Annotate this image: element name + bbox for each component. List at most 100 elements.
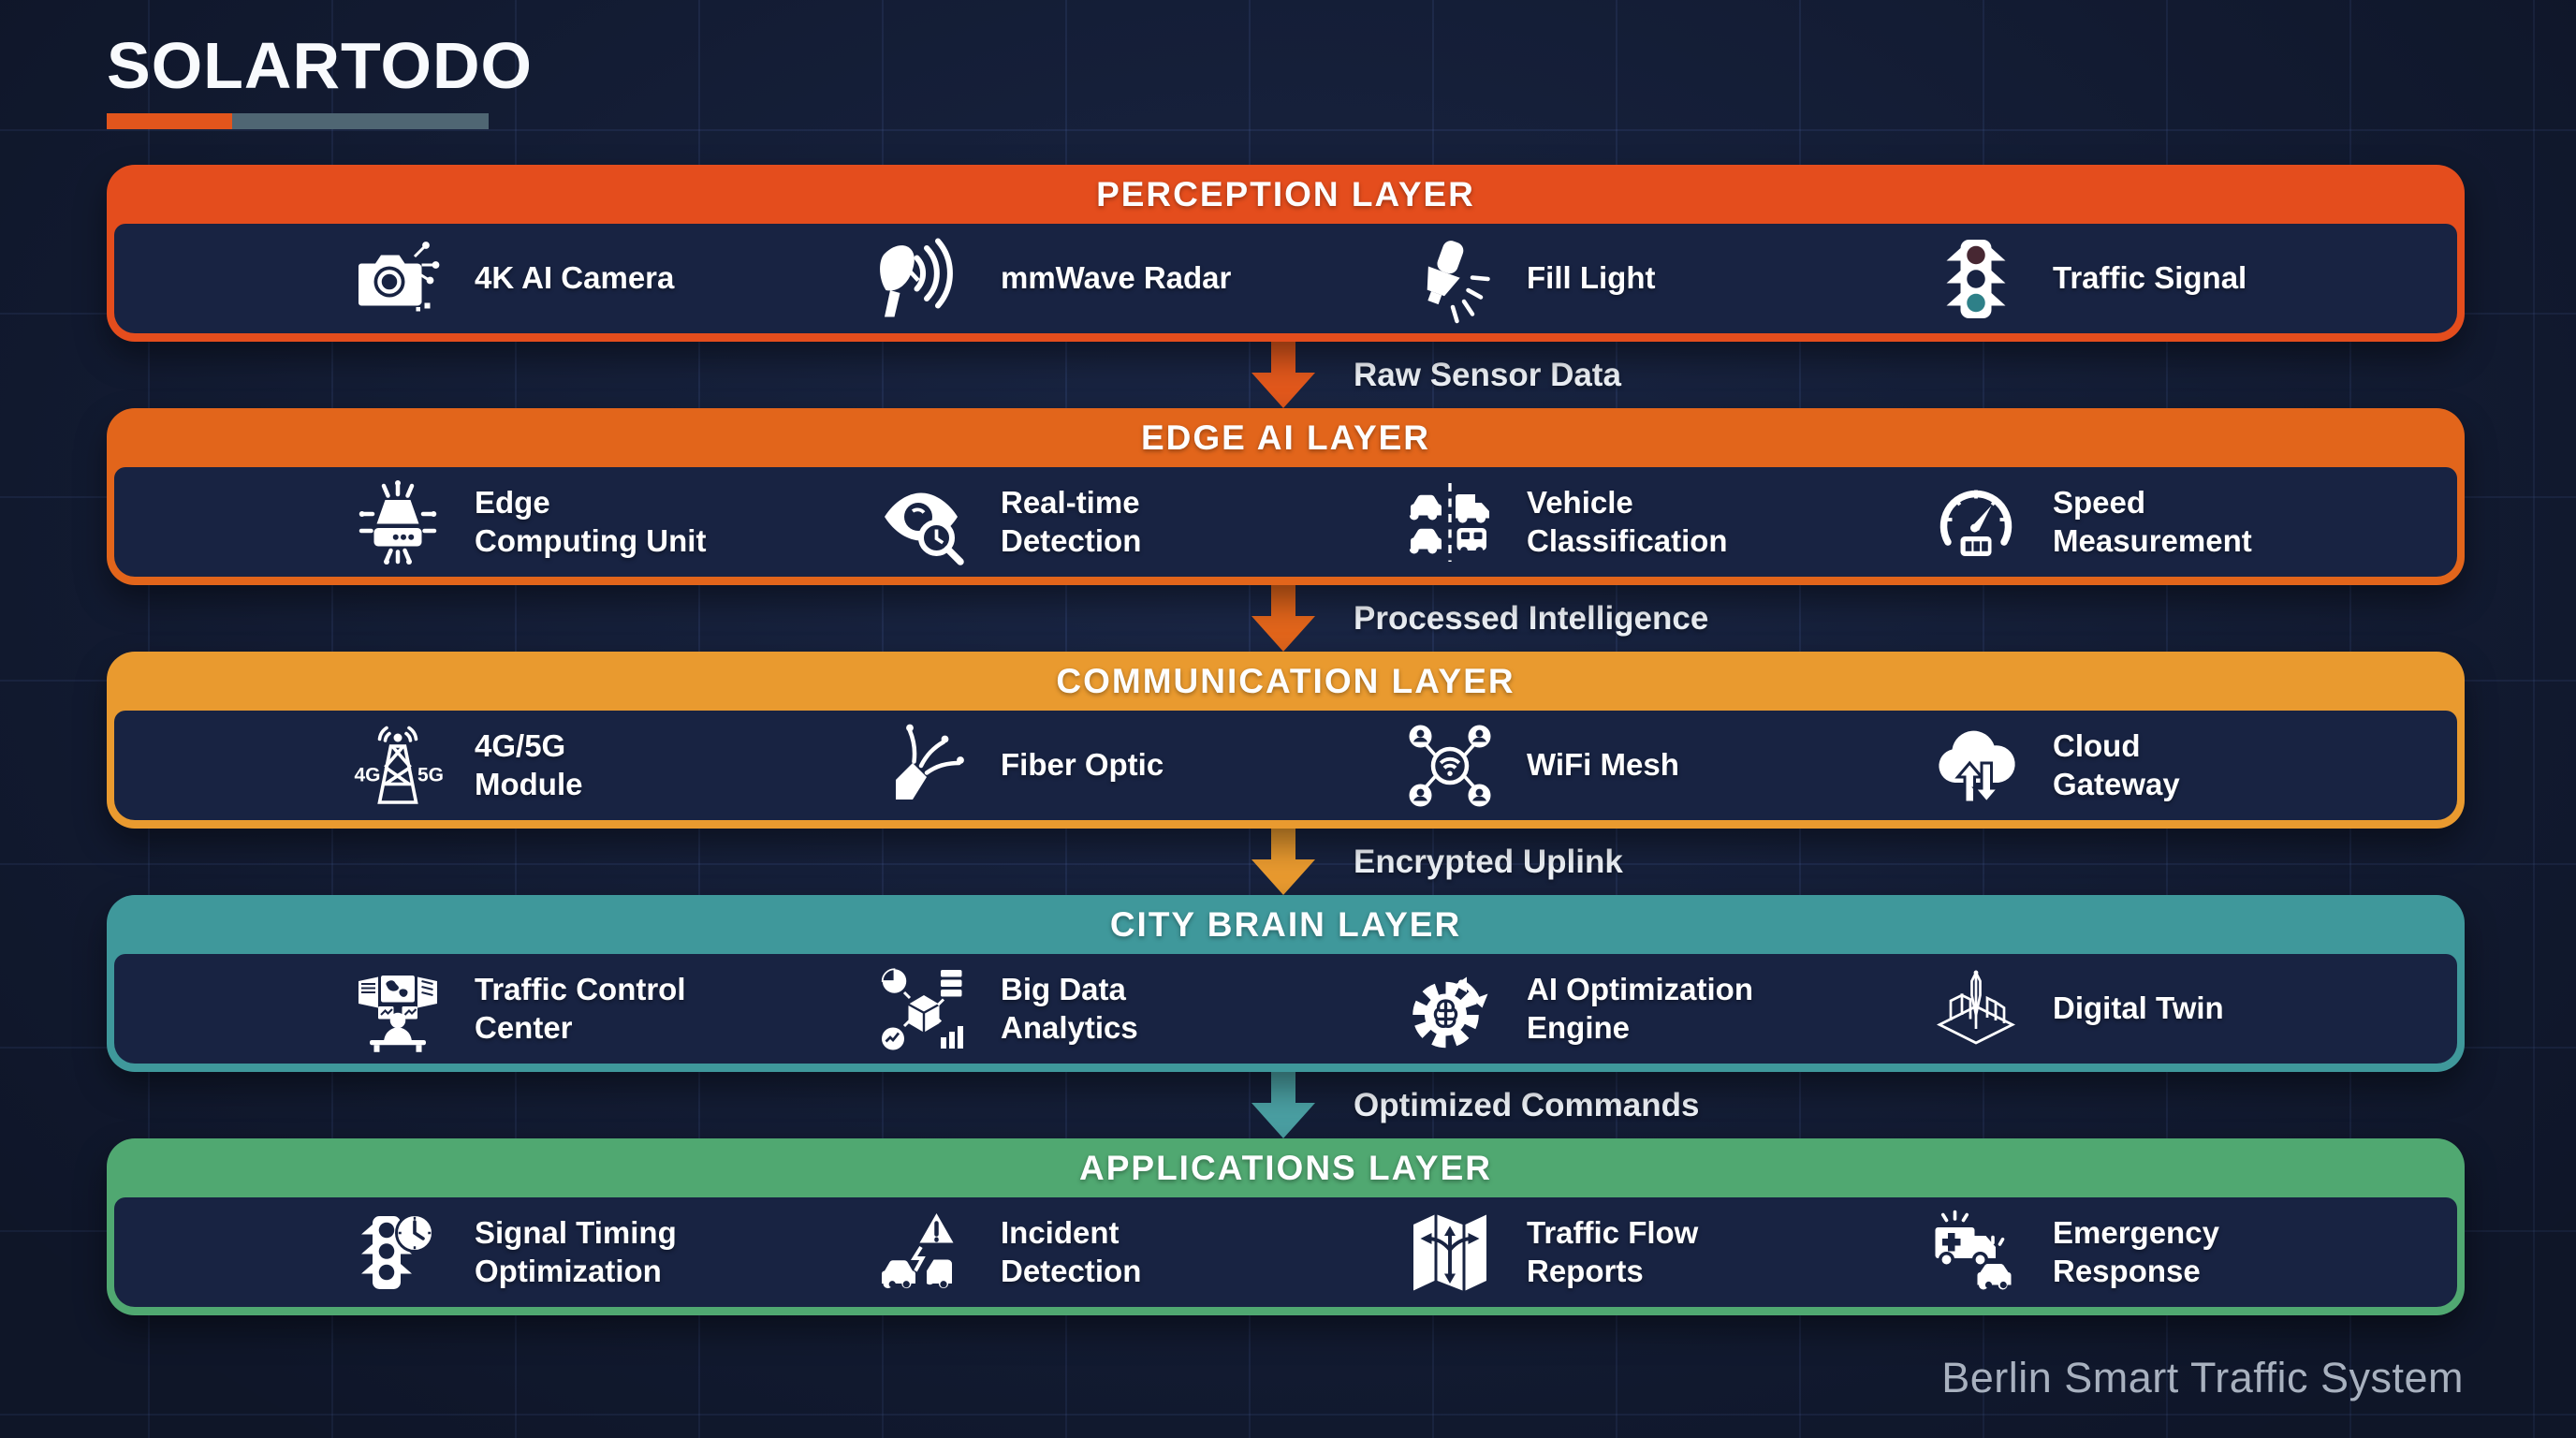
- down-arrow-icon: [1251, 342, 1315, 408]
- architecture-stack: PERCEPTION LAYER 4K AI Camera mmWave Rad…: [107, 165, 2465, 1315]
- icon-text-5g: 5G: [417, 764, 443, 785]
- fill-light-icon: [1405, 234, 1495, 324]
- incident-detection-icon: [879, 1208, 969, 1298]
- layer-body: 4G 5G 4G/5G Module Fiber Optic WiFi Mesh: [114, 711, 2457, 820]
- digital-twin-icon: [1931, 964, 2021, 1054]
- item-label: Emergency Response: [2053, 1215, 2219, 1288]
- speedometer-icon: [1939, 490, 2012, 556]
- traffic-signal-icon: [1946, 239, 2006, 318]
- layer-body: 4K AI Camera mmWave Radar Fill Light Tra…: [114, 224, 2457, 333]
- signal-timing-icon: [353, 1208, 443, 1298]
- cloud-gateway-icon: [1931, 721, 2021, 811]
- item-label: Digital Twin: [2053, 990, 2224, 1026]
- flow-label: Optimized Commands: [1354, 1086, 1700, 1123]
- footer-caption: Berlin Smart Traffic System: [1941, 1354, 2464, 1401]
- fill-light-icon: [1427, 240, 1490, 323]
- down-arrow-icon: [1251, 829, 1315, 895]
- flow-label: Encrypted Uplink: [1354, 843, 1623, 880]
- underline-gray-segment: [232, 112, 489, 129]
- item-label: Edge Computing Unit: [475, 485, 707, 558]
- item-wifi-mesh: WiFi Mesh: [1405, 721, 1931, 811]
- cloud-gateway-icon: [1939, 730, 2015, 804]
- item-edge-computing-unit: Edge Computing Unit: [353, 477, 879, 567]
- item-label: 4K AI Camera: [475, 260, 675, 296]
- edge-computing-icon: [359, 479, 437, 565]
- traffic-flow-icon: [1405, 1208, 1495, 1298]
- item-label: Incident Detection: [1001, 1215, 1142, 1288]
- item-fiber-optic: Fiber Optic: [879, 721, 1405, 811]
- signal-timing-icon: [361, 1212, 434, 1289]
- big-data-icon: [879, 964, 969, 1054]
- emergency-response-icon: [1931, 1208, 2021, 1298]
- flow-raw-sensor-data: Raw Sensor Data: [107, 342, 2465, 408]
- item-speed-measurement: Speed Measurement: [1931, 477, 2457, 567]
- radar-icon: [880, 238, 953, 316]
- layer-title: EDGE AI LAYER: [1140, 418, 1431, 457]
- icon-text-4g: 4G: [355, 764, 381, 785]
- item-label: mmWave Radar: [1001, 260, 1232, 296]
- wifi-mesh-icon: [1409, 725, 1491, 806]
- item-label: Traffic Control Center: [475, 972, 686, 1045]
- item-label: AI Optimization Engine: [1527, 972, 1753, 1045]
- layer-title: COMMUNICATION LAYER: [1056, 661, 1515, 700]
- item-fill-light: Fill Light: [1405, 234, 1931, 324]
- item-ai-optimization-engine: AI Optimization Engine: [1405, 964, 1931, 1054]
- brand-underline: [107, 112, 489, 129]
- layer-body: Signal Timing Optimization Incident Dete…: [114, 1197, 2457, 1307]
- brand-logo-text: SOLARTODO: [107, 29, 533, 102]
- fiber-optic-icon: [896, 724, 964, 800]
- flow-label: Raw Sensor Data: [1354, 356, 1621, 393]
- flow-encrypted-uplink: Encrypted Uplink: [107, 829, 2465, 895]
- item-label: Traffic Signal: [2053, 260, 2247, 296]
- wifi-mesh-icon: [1405, 721, 1495, 811]
- flow-processed-intelligence: Processed Intelligence: [107, 585, 2465, 652]
- item-incident-detection: Incident Detection: [879, 1208, 1405, 1298]
- radar-icon: [879, 234, 969, 324]
- realtime-detection-icon: [879, 477, 969, 567]
- item-label: Signal Timing Optimization: [475, 1215, 677, 1288]
- layer-city-brain: CITY BRAIN LAYER Traffic Control Center …: [107, 895, 2465, 1072]
- realtime-detection-icon: [885, 492, 964, 565]
- camera-icon: [359, 241, 440, 311]
- layer-body: Edge Computing Unit Real-time Detection …: [114, 467, 2457, 577]
- item-label: Cloud Gateway: [2053, 728, 2180, 801]
- traffic-flow-icon: [1413, 1214, 1486, 1290]
- item-big-data-analytics: Big Data Analytics: [879, 964, 1405, 1054]
- layer-communication: COMMUNICATION LAYER 4G 5G 4G/5G Module Fi…: [107, 652, 2465, 829]
- item-4k-ai-camera: 4K AI Camera: [353, 234, 879, 324]
- item-label: Fiber Optic: [1001, 747, 1164, 783]
- item-cloud-gateway: Cloud Gateway: [1931, 721, 2457, 811]
- item-label: Big Data Analytics: [1001, 972, 1138, 1045]
- item-mmwave-radar: mmWave Radar: [879, 234, 1405, 324]
- item-label: Speed Measurement: [2053, 485, 2252, 558]
- layer-title: PERCEPTION LAYER: [1096, 174, 1475, 213]
- item-label: 4G/5G Module: [475, 728, 583, 801]
- flow-label: Processed Intelligence: [1354, 599, 1709, 637]
- speedometer-icon: [1931, 477, 2021, 567]
- item-vehicle-classification: Vehicle Classification: [1405, 477, 1931, 567]
- incident-detection-icon: [882, 1212, 954, 1288]
- digital-twin-icon: [1936, 969, 2016, 1045]
- item-digital-twin: Digital Twin: [1931, 964, 2457, 1054]
- vehicle-classification-icon: [1409, 482, 1489, 562]
- layer-edge-ai: EDGE AI LAYER Edge Computing Unit Real-t…: [107, 408, 2465, 585]
- fiber-optic-icon: [879, 721, 969, 811]
- edge-computing-icon: [353, 477, 443, 567]
- item-realtime-detection: Real-time Detection: [879, 477, 1405, 567]
- ai-engine-icon: [1412, 976, 1488, 1048]
- cell-tower-icon: 4G 5G: [353, 721, 443, 811]
- ai-engine-icon: [1405, 964, 1495, 1054]
- camera-icon: [353, 234, 443, 324]
- item-label: Traffic Flow Reports: [1527, 1215, 1699, 1288]
- layer-perception: PERCEPTION LAYER 4K AI Camera mmWave Rad…: [107, 165, 2465, 342]
- cell-tower-icon: 4G 5G: [355, 726, 443, 804]
- item-label: Fill Light: [1527, 260, 1656, 296]
- item-4g-5g-module: 4G 5G 4G/5G Module: [353, 721, 879, 811]
- control-center-icon: [359, 975, 437, 1052]
- item-label: WiFi Mesh: [1527, 747, 1679, 783]
- item-traffic-flow-reports: Traffic Flow Reports: [1405, 1208, 1931, 1298]
- layer-title: CITY BRAIN LAYER: [1109, 904, 1462, 944]
- item-label: Real-time Detection: [1001, 485, 1142, 558]
- big-data-icon: [881, 967, 963, 1049]
- emergency-response-icon: [1935, 1210, 2012, 1289]
